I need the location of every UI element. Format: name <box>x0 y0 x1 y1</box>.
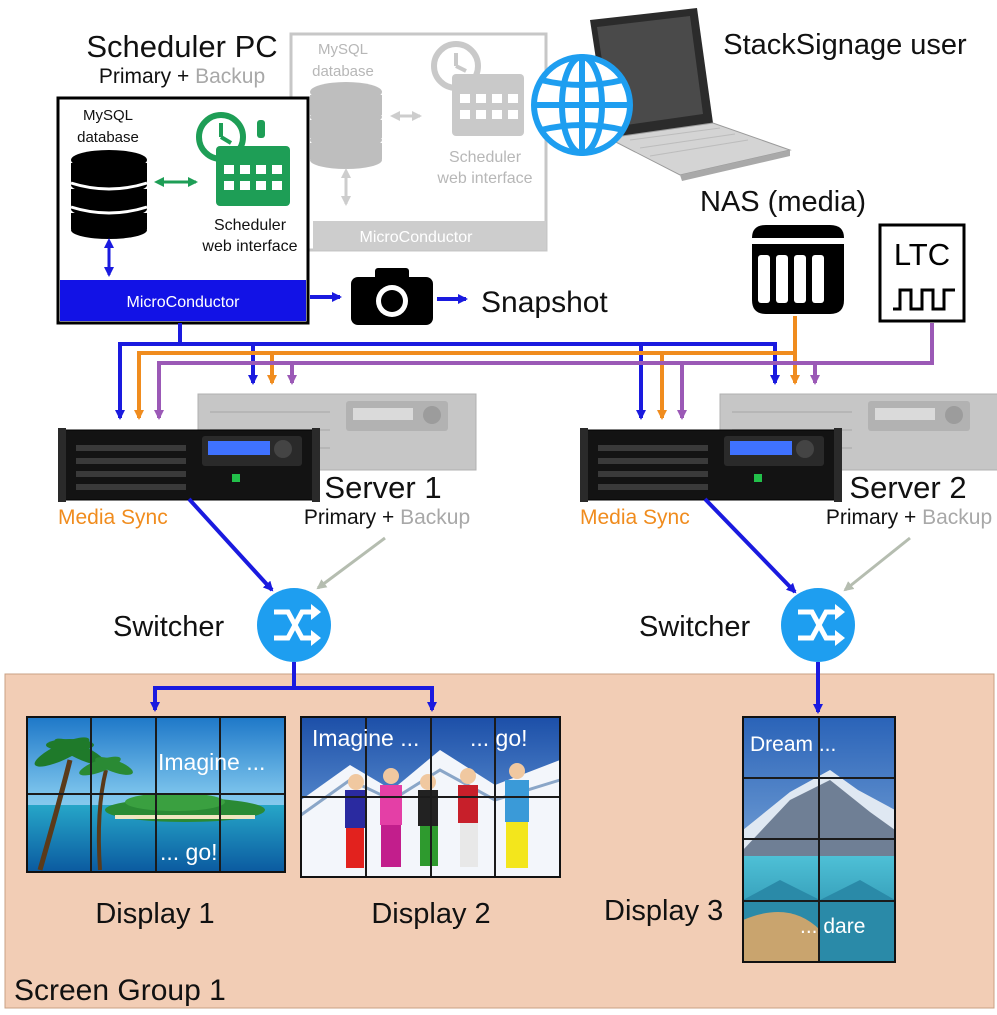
camera-icon <box>351 268 433 325</box>
scheduler-sub-backup: Backup <box>195 65 265 88</box>
switcher-2-label: Switcher <box>639 611 751 643</box>
database-icon <box>70 150 148 239</box>
microconductor-label: MicroConductor <box>127 294 241 311</box>
switcher-2-icon <box>781 588 855 662</box>
server-2-to-switcher-arrow <box>703 497 797 594</box>
backup-scheduler-box: MicroConductor MySQL database Scheduler … <box>289 32 548 252</box>
display-3-text-top: Dream ... <box>750 733 836 756</box>
server-2-backup-to-switcher-arrow <box>843 536 911 592</box>
server-1-backup-to-switcher-arrow <box>316 536 386 590</box>
display-1-text-bottom: ... go! <box>160 839 218 865</box>
server-2-primary-unit <box>580 428 842 502</box>
nas-label: NAS (media) <box>700 186 866 218</box>
web-label-1: Scheduler <box>214 217 287 234</box>
db-label-2: database <box>77 129 139 146</box>
snapshot-label: Snapshot <box>481 286 608 319</box>
backup-web-label-1: Scheduler <box>449 149 522 166</box>
db-label-1: MySQL <box>83 107 133 124</box>
display-2-text-top: Imagine ... <box>312 725 419 751</box>
nas-icon <box>752 225 844 314</box>
switcher-1-to-display-1-arrow <box>150 662 296 712</box>
screen-group-label: Screen Group 1 <box>14 974 226 1007</box>
switcher-1-icon <box>257 588 331 662</box>
scheduler-title: Scheduler PC <box>86 29 277 64</box>
display-3-wall: Dream ... ... dare <box>742 716 896 963</box>
display-2-text-bottom: ... go! <box>470 725 528 751</box>
web-label-2: web interface <box>201 238 297 255</box>
user-label: StackSignage user <box>723 29 967 61</box>
server-2-sub-primary: Primary + <box>826 506 922 529</box>
scheduler-subtitle: Primary + Backup <box>99 65 265 88</box>
distribution-lines <box>115 316 934 420</box>
server-1-sub-primary: Primary + <box>304 506 400 529</box>
ltc-box: LTC <box>878 223 966 323</box>
server-2-sub-backup: Backup <box>922 506 992 529</box>
display-1-text-top: Imagine ... <box>158 749 265 775</box>
backup-calendar-icon <box>431 41 524 136</box>
server-1-subtitle: Primary + Backup <box>304 506 470 529</box>
globe-icon <box>531 54 633 156</box>
backup-database-icon <box>310 82 382 169</box>
backup-db-label-1: MySQL <box>318 41 368 58</box>
switcher-1-label: Switcher <box>113 611 225 643</box>
backup-web-label-2: web interface <box>436 170 532 187</box>
display-1-wall: Imagine ... ... go! <box>26 716 286 873</box>
primary-scheduler-box: MicroConductor MySQL database Scheduler <box>56 96 310 325</box>
display-1-label: Display 1 <box>95 898 214 930</box>
display-3-text-bottom: ... dare <box>800 915 865 938</box>
server-1-name: Server 1 <box>324 470 441 505</box>
laptop-icon <box>590 8 792 181</box>
server-2-media-sync: Media Sync <box>580 506 690 529</box>
server-1-sub-backup: Backup <box>400 506 470 529</box>
server-1-primary-unit <box>58 428 320 502</box>
ltc-label: LTC <box>894 237 950 272</box>
server-2-subtitle: Primary + Backup <box>826 506 992 529</box>
server-1-to-switcher-arrow <box>187 497 274 592</box>
backup-microconductor-label: MicroConductor <box>360 229 474 246</box>
ltc-square-wave-icon <box>893 288 955 311</box>
display-2-label: Display 2 <box>371 898 490 930</box>
switcher-1-to-display-2-arrow <box>294 686 437 712</box>
server-2-name: Server 2 <box>849 470 966 505</box>
scheduler-calendar-icon <box>196 112 290 206</box>
backup-db-label-2: database <box>312 63 374 80</box>
display-3-label: Display 3 <box>604 895 723 927</box>
server-1-media-sync: Media Sync <box>58 506 168 529</box>
display-2-wall: Imagine ... ... go! <box>300 716 561 878</box>
scheduler-sub-primary: Primary + <box>99 65 195 88</box>
